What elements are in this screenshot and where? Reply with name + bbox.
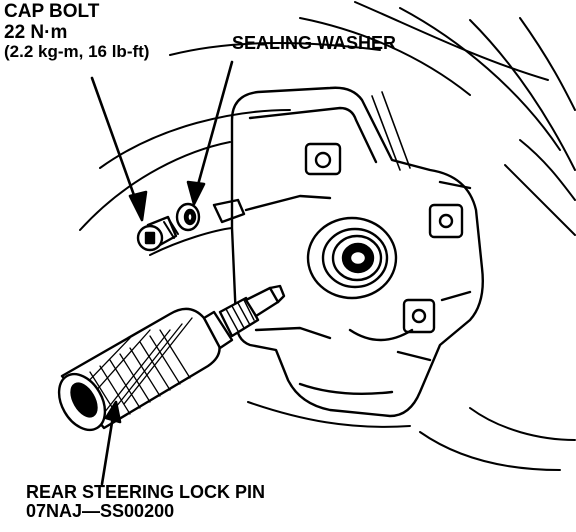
cap-bolt-label: CAP BOLT 22 N·m (2.2 kg-m, 16 lb-ft) <box>4 1 150 62</box>
shaft-seal <box>306 216 398 300</box>
lock-pin-part-number: 07NAJ—SS00200 <box>26 501 175 522</box>
lock-pin-name: REAR STEERING LOCK PIN <box>26 482 266 502</box>
cap-bolt-torque-alt: (2.2 kg-m, 16 lb-ft) <box>4 42 150 62</box>
body-contour-lines <box>79 1 576 471</box>
lock-pin-tool <box>57 284 286 432</box>
gearbox-housing <box>212 86 484 418</box>
cap-bolt <box>136 215 179 252</box>
cap-bolt-torque: 22 N·m <box>4 21 68 43</box>
sealing-washer <box>175 202 201 232</box>
cap-bolt-name: CAP BOLT <box>4 1 100 22</box>
sealing-washer-label: SEALING WASHER <box>232 33 397 53</box>
leader-arrows <box>90 60 234 486</box>
lock-pin-label: REAR STEERING LOCK PIN 07NAJ—SS00200 <box>26 482 266 522</box>
